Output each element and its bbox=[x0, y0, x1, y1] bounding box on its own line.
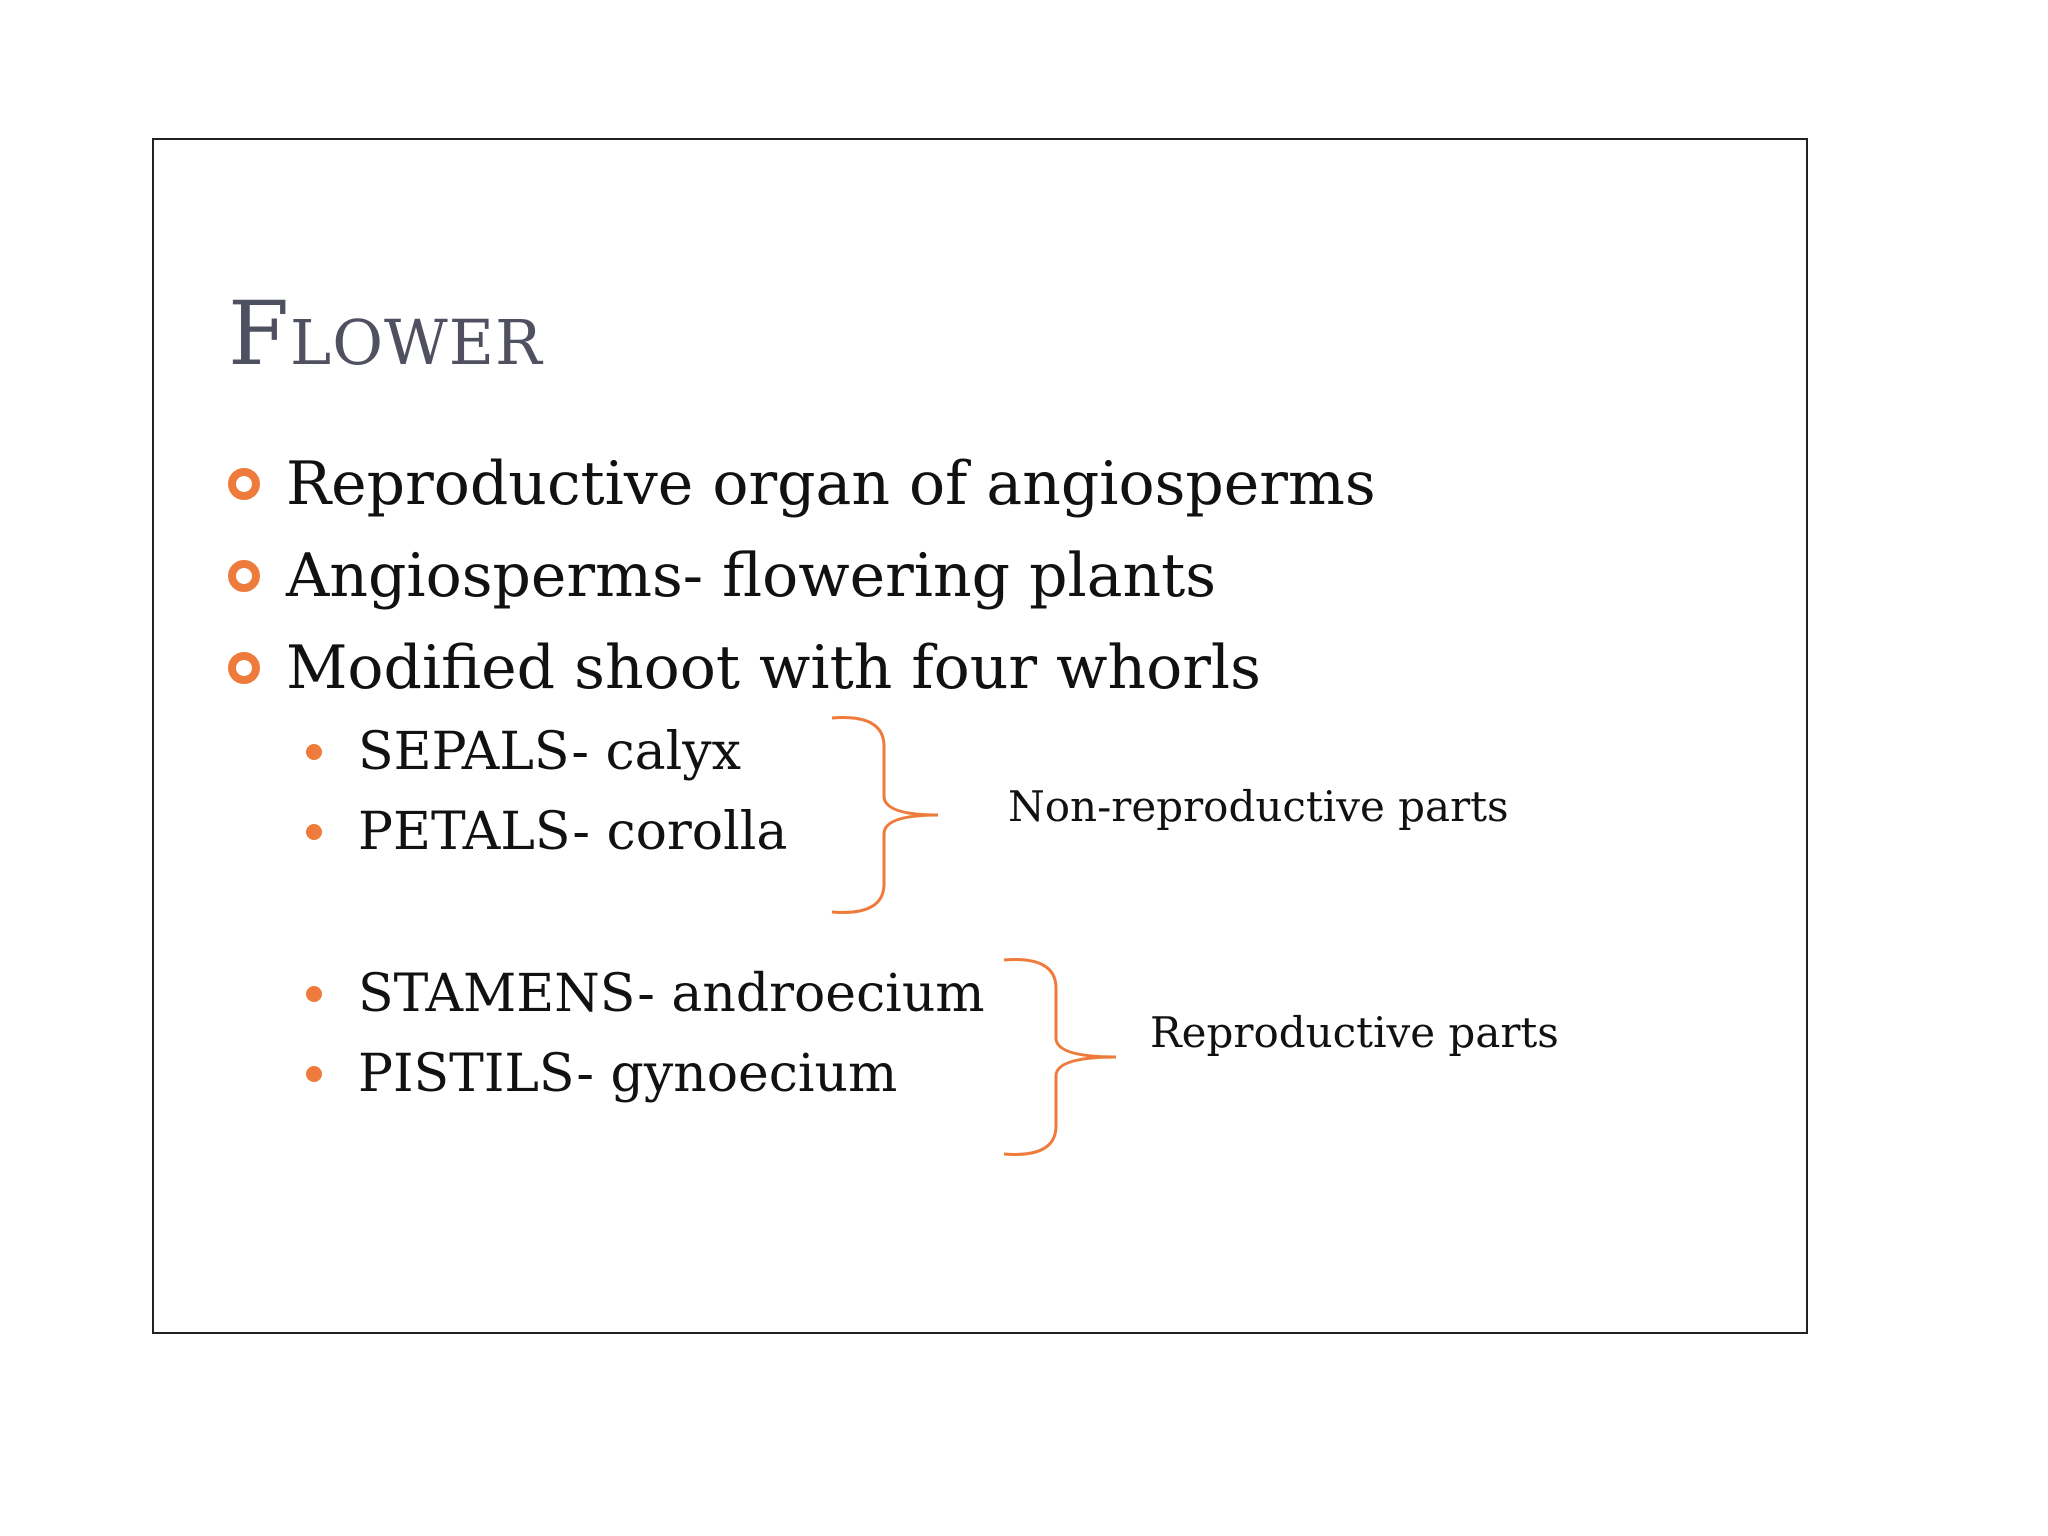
right-brace-icon bbox=[1003, 958, 1117, 1156]
bullet-item: Modified shoot with four whorls bbox=[228, 628, 1261, 708]
sub-bullet-item: PETALS- corolla bbox=[306, 802, 787, 862]
bullet-text: Modified shoot with four whorls bbox=[286, 633, 1261, 703]
right-brace-icon bbox=[831, 716, 939, 914]
dot-bullet-icon bbox=[306, 986, 322, 1002]
sub-bullet-item: PISTILS- gynoecium bbox=[306, 1044, 897, 1104]
slide-title: Flower bbox=[228, 282, 543, 385]
hollow-circle-bullet-icon bbox=[228, 468, 260, 500]
group-label-reproductive: Reproductive parts bbox=[1150, 1008, 1559, 1057]
sub-bullet-text: PETALS- corolla bbox=[358, 802, 788, 862]
dot-bullet-icon bbox=[306, 1066, 322, 1082]
sub-bullet-item: STAMENS- androecium bbox=[306, 964, 985, 1024]
sub-bullet-item: SEPALS- calyx bbox=[306, 722, 741, 782]
bullet-text: Angiosperms- flowering plants bbox=[286, 541, 1217, 611]
dot-bullet-icon bbox=[306, 824, 322, 840]
bullet-text: Reproductive organ of angiosperms bbox=[286, 449, 1376, 519]
bullet-item: Reproductive organ of angiosperms bbox=[228, 444, 1376, 524]
sub-bullet-text: PISTILS- gynoecium bbox=[358, 1044, 898, 1104]
bullet-item: Angiosperms- flowering plants bbox=[228, 536, 1216, 616]
sub-bullet-text: STAMENS- androecium bbox=[358, 964, 985, 1024]
group-label-non-reproductive: Non-reproductive parts bbox=[1008, 782, 1509, 831]
slide-frame bbox=[152, 138, 1808, 1334]
hollow-circle-bullet-icon bbox=[228, 560, 260, 592]
dot-bullet-icon bbox=[306, 744, 322, 760]
sub-bullet-text: SEPALS- calyx bbox=[358, 722, 741, 782]
hollow-circle-bullet-icon bbox=[228, 652, 260, 684]
